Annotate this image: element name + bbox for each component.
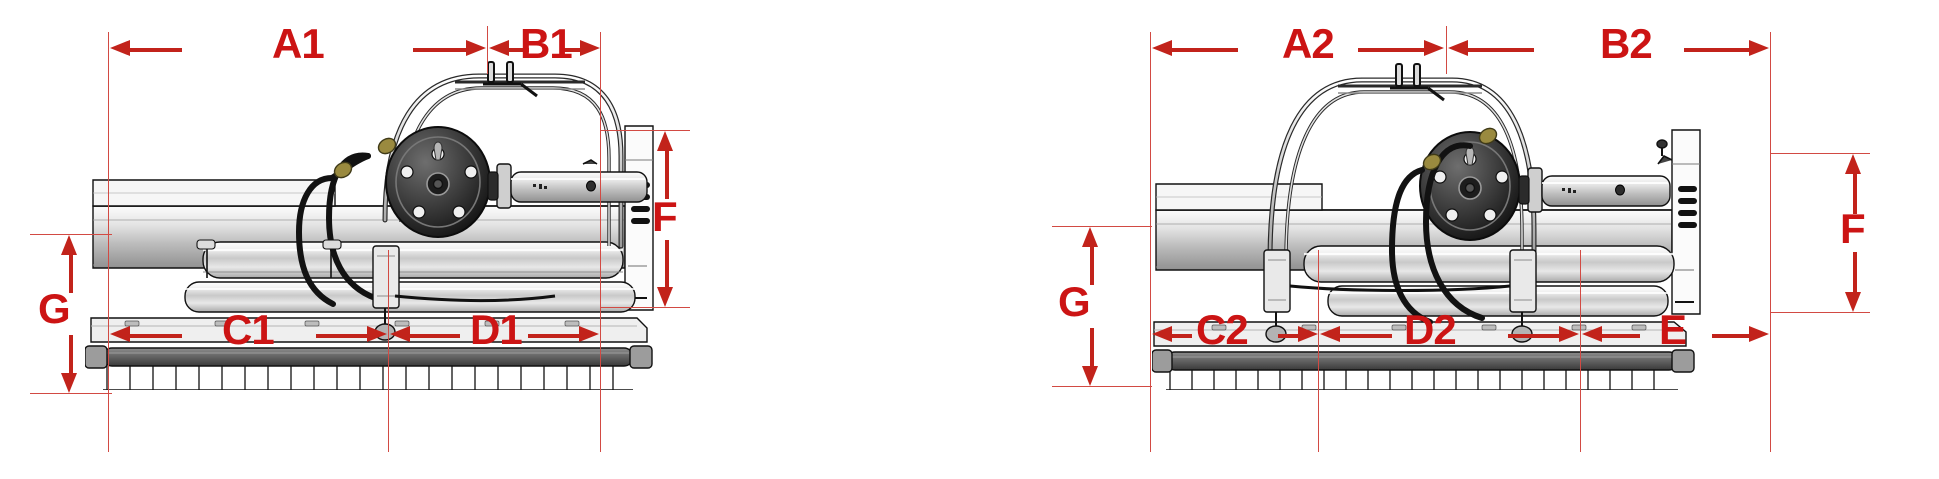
arrow-b2-left — [1448, 40, 1534, 56]
dimension-label-d1: D1 — [470, 306, 523, 353]
dimension-label-f1: F — [652, 193, 678, 240]
arrow-g1-up — [61, 235, 77, 293]
arrow-a2-right — [1358, 40, 1444, 56]
arrow-f1-up — [657, 131, 673, 199]
arrow-a1-left — [110, 40, 182, 56]
extension-line-a1-left — [108, 32, 109, 342]
dimension-label-f2: F — [1840, 205, 1866, 252]
dimension-label-a1: A1 — [272, 20, 325, 67]
extension-line-g1-top — [30, 234, 112, 235]
machine-right-drawing — [1152, 60, 1792, 390]
arrow-f2-up — [1845, 154, 1861, 214]
extension-line-a2-left — [1150, 32, 1151, 342]
extension-line-d1-right — [600, 340, 601, 452]
arrow-g2-down — [1082, 328, 1098, 386]
arrow-b2-right — [1684, 40, 1769, 56]
extension-line-c1-left — [108, 340, 109, 452]
arrow-c1-left — [110, 326, 182, 342]
arrow-c2-left — [1152, 326, 1192, 342]
arrow-e-left — [1582, 326, 1640, 342]
arrow-g1-down — [61, 335, 77, 393]
arrow-c1-right — [316, 326, 387, 342]
extension-line-a1b1-mid — [487, 26, 488, 74]
dimension-label-e: E — [1659, 306, 1687, 353]
dimension-label-d2: D2 — [1404, 306, 1457, 353]
dimension-label-a2: A2 — [1282, 20, 1335, 67]
dimension-label-g2: G — [1058, 278, 1091, 325]
extension-line-d2e-mid — [1580, 250, 1581, 452]
extension-line-f1-bottom — [600, 307, 690, 308]
arrow-d1-right — [528, 326, 599, 342]
arrow-f1-down — [657, 240, 673, 307]
dimension-label-c1: C1 — [222, 306, 275, 353]
arrow-d1-left — [390, 326, 460, 342]
arrow-d2-left — [1320, 326, 1392, 342]
extension-line-c2-left — [1150, 340, 1151, 452]
arrow-d2-right — [1508, 326, 1579, 342]
extension-line-f2-top — [1770, 153, 1870, 154]
dimension-label-c2: C2 — [1196, 306, 1249, 353]
extension-line-f2-bottom — [1770, 312, 1870, 313]
extension-line-c2d2-mid — [1318, 250, 1319, 452]
dimension-label-b2: B2 — [1600, 20, 1653, 67]
arrow-e-right — [1712, 326, 1769, 342]
arrow-b1-right — [560, 40, 600, 56]
arrow-b1-left — [489, 40, 529, 56]
dimension-label-b1: B1 — [520, 20, 573, 67]
extension-line-f1-top — [600, 130, 690, 131]
machine-left-drawing — [85, 60, 785, 390]
arrow-a2-left — [1152, 40, 1238, 56]
extension-line-e-right — [1770, 340, 1771, 452]
extension-line-g1-bottom — [30, 393, 112, 394]
arrow-c2-right — [1278, 326, 1318, 342]
arrow-f2-down — [1845, 252, 1861, 312]
extension-line-g2-top — [1052, 226, 1152, 227]
arrow-g2-up — [1082, 227, 1098, 285]
extension-line-g2-bottom — [1052, 386, 1152, 387]
extension-line-a2b2-mid — [1446, 26, 1447, 74]
extension-line-c1d1-mid — [388, 250, 389, 452]
dimension-label-g1: G — [38, 285, 71, 332]
arrow-a1-right — [413, 40, 486, 56]
extension-line-b1-right — [600, 32, 601, 342]
extension-line-b2-right — [1770, 32, 1771, 342]
